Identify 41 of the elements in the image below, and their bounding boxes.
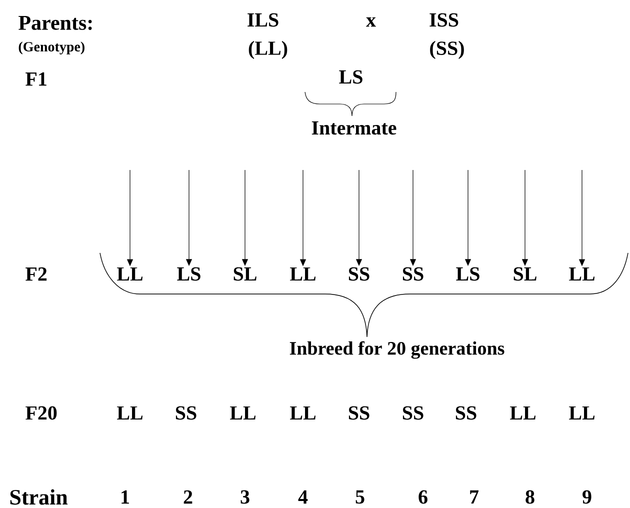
step-label: Intermate [312, 121, 396, 135]
generation-label: F2 [26, 267, 47, 281]
genotype-label: LL [290, 406, 316, 420]
strain-number: 9 [582, 490, 592, 504]
genotype-label: LL [510, 406, 536, 420]
genotype-label: LL [569, 406, 594, 420]
genotype-label: LL [117, 267, 142, 281]
row-heading: Parents: [18, 16, 92, 30]
genotype-label: SS [402, 406, 424, 420]
generation-label: F1 [26, 72, 46, 86]
genotype-label: LS [456, 267, 480, 281]
genotype-label: LL [117, 406, 142, 420]
row-heading: (Genotype) [18, 42, 84, 54]
strain-number: 6 [418, 490, 428, 504]
genotype-label: SL [514, 267, 536, 281]
row-heading: Strain [10, 489, 68, 505]
strain-number: 4 [298, 490, 308, 504]
genotype-label: LS [177, 267, 200, 281]
genotype-label: SS [176, 406, 196, 420]
cross-symbol: x [366, 17, 376, 27]
parent-label: ISS [430, 13, 458, 27]
strain-number: 2 [184, 490, 192, 504]
genotype-label: (LL) [248, 40, 288, 60]
strain-number: 7 [470, 490, 478, 504]
genotype-label: SS [402, 267, 424, 281]
strain-number: 1 [122, 490, 129, 504]
genotype-label: SS [348, 267, 370, 281]
strain-number: 3 [240, 490, 250, 504]
genotype-label: LL [230, 406, 256, 420]
parent-label: ILS [248, 13, 278, 27]
generation-label: F20 [26, 406, 57, 420]
strain-number: 8 [526, 490, 534, 504]
genotype-label: SL [234, 267, 256, 281]
strain-number: 5 [356, 490, 364, 504]
genotype-label: SS [456, 406, 476, 420]
genotype-label: (SS) [430, 40, 464, 60]
genotype-label: LL [569, 267, 594, 281]
genotype-label: LS [339, 70, 362, 84]
step-label: Inbreed for 20 generations [290, 341, 504, 359]
genotype-label: SS [348, 406, 370, 420]
genotype-label: LL [290, 267, 316, 281]
